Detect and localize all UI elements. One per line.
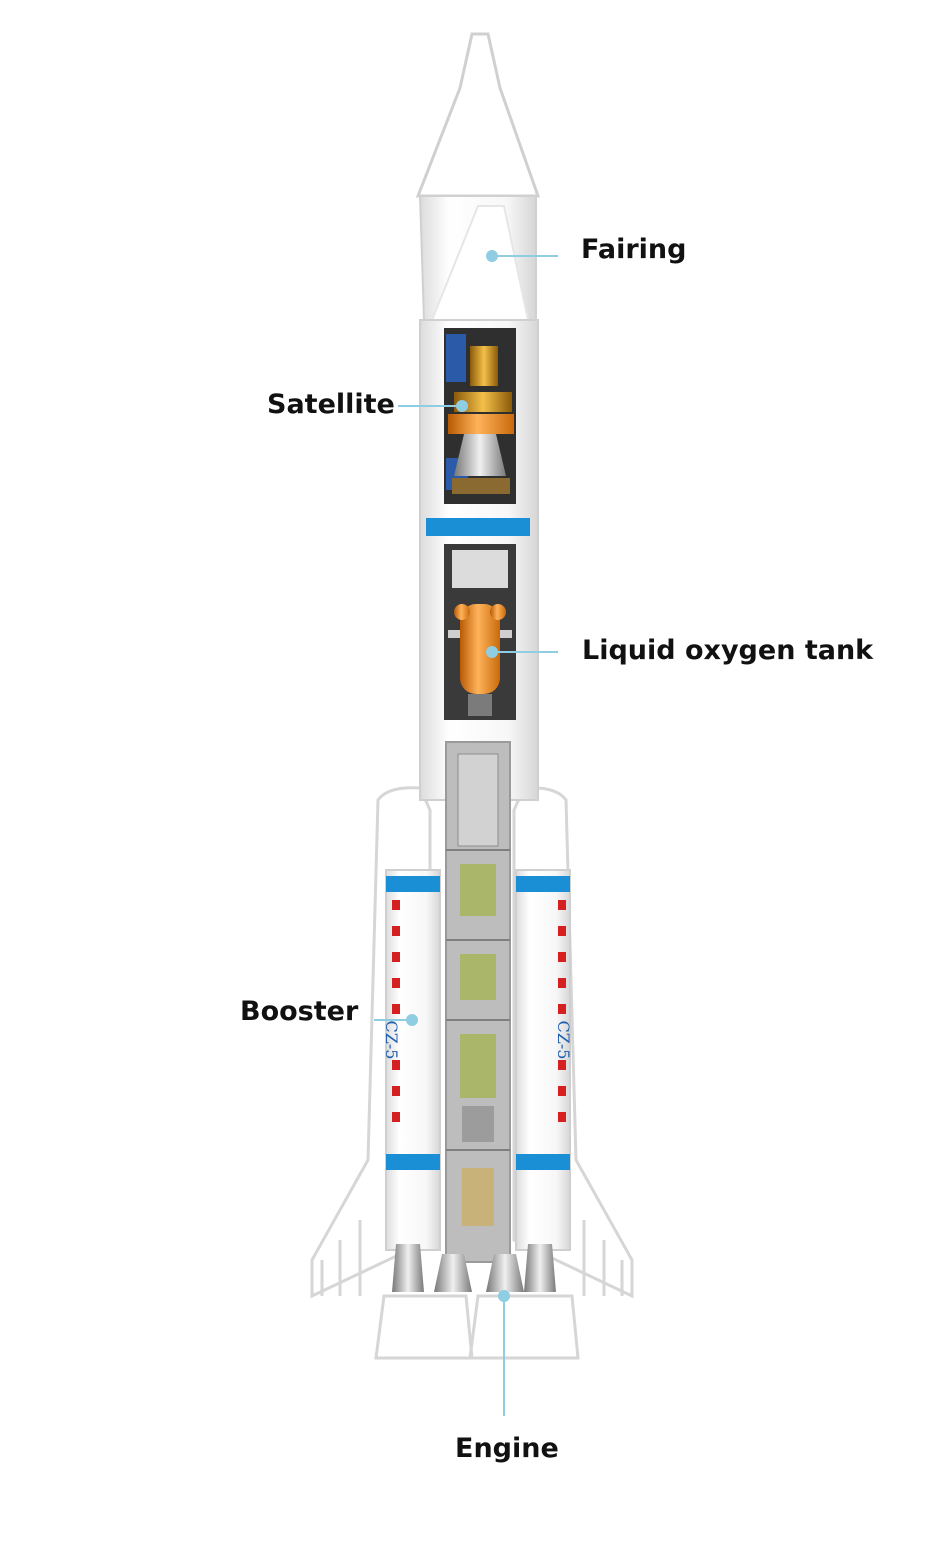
label-satellite: Satellite — [267, 389, 395, 420]
label-liquid-oxygen-tank: Liquid oxygen tank — [582, 635, 874, 666]
label-booster: Booster — [240, 996, 359, 1027]
label-engine: Engine — [455, 1433, 559, 1464]
engines — [392, 1244, 556, 1292]
callout-liquid-oxygen-tank — [486, 646, 558, 658]
liquid-oxygen-tank-bay — [444, 544, 516, 720]
satellite-bay — [444, 328, 516, 504]
blue-band — [426, 518, 530, 536]
callout-booster — [374, 1014, 418, 1026]
right-booster-marking: CZ-5 — [554, 1021, 573, 1060]
left-booster-marking: CZ-5 — [382, 1021, 401, 1060]
callout-engine — [498, 1290, 510, 1416]
left-booster — [385, 869, 441, 1251]
nose-cone — [415, 32, 541, 321]
label-fairing: Fairing — [581, 234, 687, 265]
lower-core — [445, 741, 511, 1263]
callout-satellite — [398, 400, 468, 412]
callout-fairing — [486, 250, 558, 262]
right-booster — [515, 869, 571, 1251]
